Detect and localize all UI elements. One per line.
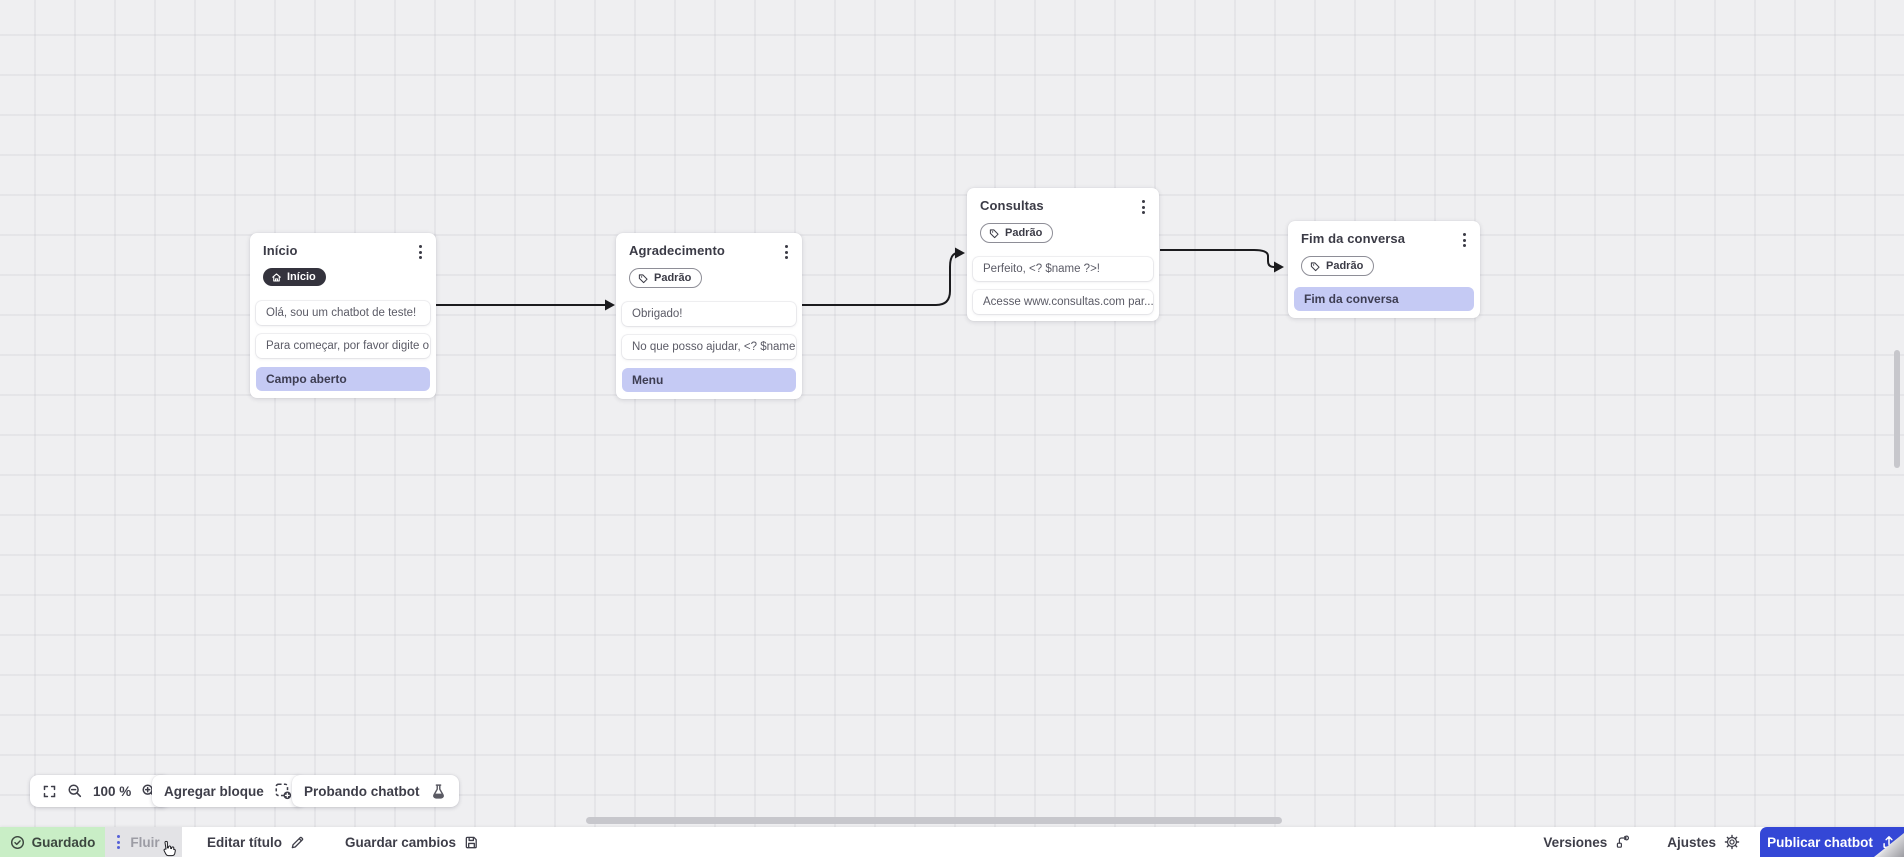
menu-row[interactable]: Menu [622,367,796,392]
zoom-toolbar: 100 % [30,775,170,807]
settings-label: Ajustes [1667,834,1716,850]
save-changes-label: Guardar cambios [345,834,457,850]
publish-label: Publicar chatbot [1767,834,1873,850]
versions-branch-icon [1617,835,1630,848]
saved-label: Guardado [31,834,96,850]
add-block-button[interactable]: Agregar bloque [152,775,304,807]
zoom-out-icon[interactable] [67,783,83,799]
gear-icon [1724,834,1740,850]
flow-edges [436,247,1284,311]
horizontal-scrollbar[interactable] [586,817,1282,824]
publish-chatbot-button[interactable]: Publicar chatbot [1760,827,1904,857]
node-menu-icon[interactable] [1459,231,1470,249]
add-block-label: Agregar bloque [164,783,264,799]
flow-menu-icon[interactable] [117,835,120,849]
saved-status-badge: Guardado [0,827,105,857]
tag-icon [1310,261,1320,271]
versions-label: Versiones [1543,834,1608,850]
arrowhead-2 [955,247,965,259]
test-chatbot-label: Probando chatbot [304,783,420,799]
message-row[interactable]: Perfeito, <? $name ?>! [973,256,1153,281]
tag-icon [638,273,648,283]
fullscreen-icon[interactable] [42,784,57,799]
flow-node-fim[interactable]: Fim da conversa Padrão Fim da conversa [1288,221,1480,318]
node-menu-icon[interactable] [781,243,792,261]
message-row[interactable]: No que posso ajudar, <? $name ... [622,334,796,359]
arrowhead-1 [605,299,615,311]
flask-icon [430,783,447,800]
save-changes-button[interactable]: Guardar cambios [345,827,479,857]
home-icon [272,272,281,281]
message-row[interactable]: Para começar, por favor digite o ... [256,333,430,358]
node-type-badge: Padrão [980,223,1054,243]
pencil-icon [291,836,304,848]
edit-title-button[interactable]: Editar título [207,827,305,857]
versions-button[interactable]: Versiones [1543,827,1631,857]
edit-title-label: Editar título [207,834,282,850]
arrowhead-3 [1274,261,1284,273]
node-menu-icon[interactable] [1138,198,1149,216]
flow-node-agradecimento[interactable]: Agradecimento Padrão Obrigado! No que po… [616,233,802,399]
tab-flow[interactable]: Fluir [105,827,182,857]
node-type-badge: Padrão [629,268,703,288]
node-title: Início [263,243,298,258]
node-title: Fim da conversa [1301,231,1406,246]
settings-button[interactable]: Ajustes [1667,827,1740,857]
node-title: Consultas [980,198,1044,213]
flow-canvas[interactable]: Início Início Olá, sou um chatbot de tes… [0,0,1904,827]
message-row[interactable]: Obrigado! [622,301,796,326]
flow-node-consultas[interactable]: Consultas Padrão Perfeito, <? $name ?>! … [967,188,1159,321]
save-icon [465,836,477,848]
zoom-level: 100 % [93,783,132,799]
flow-tab-label: Fluir [130,834,160,850]
flow-node-inicio[interactable]: Início Início Olá, sou um chatbot de tes… [250,233,436,398]
message-row[interactable]: Acesse www.consultas.com par... [973,289,1153,314]
end-conversation-row[interactable]: Fim da conversa [1294,286,1474,311]
tag-icon [989,228,999,238]
node-type-badge: Início [263,268,326,286]
test-chatbot-button[interactable]: Probando chatbot [292,775,459,807]
vertical-scrollbar[interactable] [1894,350,1900,468]
node-menu-icon[interactable] [415,243,426,261]
open-field-row[interactable]: Campo aberto [256,366,430,391]
node-type-badge: Padrão [1301,256,1375,276]
node-title: Agradecimento [629,243,725,258]
edge-consultas-fim [1160,249,1275,268]
status-bar: Guardado Fluir Editar título Guardar cam… [0,827,1904,857]
check-circle-icon [10,835,24,849]
edge-agradecimento-consultas [802,252,959,306]
message-row[interactable]: Olá, sou um chatbot de teste! [256,300,430,325]
add-block-icon [274,782,292,800]
